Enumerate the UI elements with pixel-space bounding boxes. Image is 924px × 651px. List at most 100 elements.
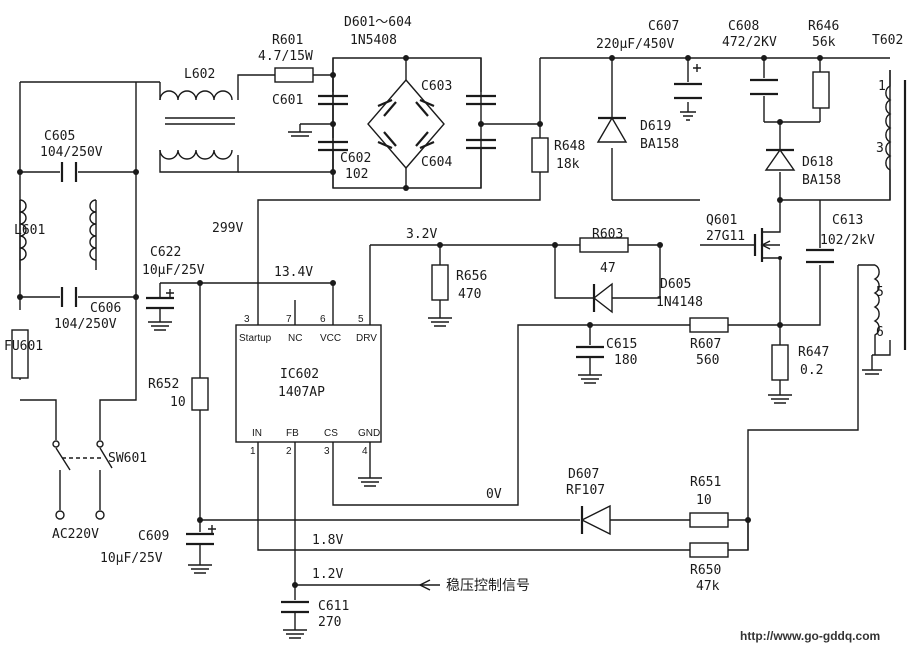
label-l602: L602 xyxy=(184,67,215,82)
ic-pin-in: IN xyxy=(252,428,262,439)
ic-pin-labels: 3 7 6 5 Startup NC VCC DRV IN FB CS GND … xyxy=(239,314,380,457)
ic-pin-5: 5 xyxy=(358,314,364,325)
resistor-r647 xyxy=(771,344,789,381)
ic-pin-nc: NC xyxy=(288,333,302,344)
label-q601-value: 27G11 xyxy=(706,229,745,244)
label-c608: C608 xyxy=(728,19,759,34)
label-r650-value: 47k xyxy=(696,579,720,594)
voltage-13-4v: 13.4V xyxy=(274,265,313,280)
capacitor-c603 xyxy=(466,58,496,106)
capacitor-c613 xyxy=(806,248,834,264)
signal-arrow xyxy=(418,579,440,591)
label-c602: C602 xyxy=(340,151,371,166)
t602-pin-5: 5 xyxy=(876,285,884,300)
label-ac220v: AC220V xyxy=(52,527,99,542)
label-c606-value: 104/250V xyxy=(54,317,117,332)
label-r651: R651 xyxy=(690,475,721,490)
voltage-299v: 299V xyxy=(212,221,243,236)
ic-pin-vcc: VCC xyxy=(320,333,341,344)
voltage-3-2v: 3.2V xyxy=(406,227,437,242)
label-d607-value: RF107 xyxy=(566,483,605,498)
resistor-r656 xyxy=(431,264,449,301)
label-r601: R601 xyxy=(272,33,303,48)
label-r646: R646 xyxy=(808,19,839,34)
inductor-l602 xyxy=(159,90,235,160)
watermark-url: http://www.go-gddq.com xyxy=(740,629,880,643)
label-fu601: FU601 xyxy=(4,339,43,354)
junctions xyxy=(17,55,823,588)
bridge-diodes-d601-604 xyxy=(367,78,445,170)
label-c608-value: 472/2KV xyxy=(722,35,777,50)
label-d618: D618 xyxy=(802,155,833,170)
resistor-r601 xyxy=(274,67,314,83)
t602-pin-1: 1 xyxy=(878,79,886,94)
label-r647: R647 xyxy=(798,345,829,360)
capacitor-c609 xyxy=(186,525,216,565)
ic-pin-1: 1 xyxy=(250,446,256,457)
label-r650: R650 xyxy=(690,563,721,578)
voltage-1-8v: 1.8V xyxy=(312,533,343,548)
resistor-r651 xyxy=(689,512,729,528)
inductor-l601 xyxy=(19,199,97,261)
label-c613: C613 xyxy=(832,213,863,228)
label-ic602: IC602 xyxy=(280,367,319,382)
t602-pin-6: 6 xyxy=(876,325,884,340)
ic-pin-6: 6 xyxy=(320,314,326,325)
ic-pin-cs: CS xyxy=(324,428,338,439)
label-c609-value: 10μF/25V xyxy=(100,551,163,566)
capacitor-c606 xyxy=(60,287,78,307)
label-q601: Q601 xyxy=(706,213,737,228)
label-r601-value: 4.7/15W xyxy=(258,49,313,64)
transformer-pin-labels: 1 3 5 6 xyxy=(876,79,886,340)
ic-pin-2: 2 xyxy=(286,446,292,457)
capacitor-c615 xyxy=(576,345,604,375)
capacitor-c601 xyxy=(318,75,348,124)
capacitor-c611 xyxy=(281,600,309,630)
label-r648-value: 18k xyxy=(556,157,580,172)
ic-pin-fb: FB xyxy=(286,428,299,439)
label-c601: C601 xyxy=(272,93,303,108)
label-r607: R607 xyxy=(690,337,721,352)
label-c603: C603 xyxy=(421,79,452,94)
ic-pin-3: 3 xyxy=(244,314,250,325)
resistor-r648 xyxy=(531,137,549,173)
voltage-labels: 299V 13.4V 3.2V 0V 1.8V 1.2V xyxy=(212,221,502,582)
label-d619: D619 xyxy=(640,119,671,134)
ground-symbols xyxy=(148,124,882,639)
capacitor-c608 xyxy=(750,78,778,96)
label-c611: C611 xyxy=(318,599,349,614)
label-c606: C606 xyxy=(90,301,121,316)
ic-pin-4: 4 xyxy=(362,446,368,457)
ic-pin-7: 7 xyxy=(286,314,292,325)
label-r603-value: 47 xyxy=(600,261,616,276)
voltage-0v: 0V xyxy=(486,487,502,502)
mosfet-q601 xyxy=(753,228,782,265)
label-r647-value: 0.2 xyxy=(800,363,823,378)
label-r646-value: 56k xyxy=(812,35,836,50)
label-r603: R603 xyxy=(592,227,623,242)
resistor-r652 xyxy=(191,377,209,411)
capacitor-c605 xyxy=(60,162,78,182)
regulation-signal-label: 稳压控制信号 xyxy=(446,578,530,594)
label-c607: C607 xyxy=(648,19,679,34)
label-r656-value: 470 xyxy=(458,287,481,302)
label-c609: C609 xyxy=(138,529,169,544)
resistor-r650 xyxy=(689,542,729,558)
label-c605: C605 xyxy=(44,129,75,144)
ic-pin-3b: 3 xyxy=(324,446,330,457)
ic-pin-gnd: GND xyxy=(358,428,380,439)
label-r607-value: 560 xyxy=(696,353,719,368)
label-d607: D607 xyxy=(568,467,599,482)
label-ic602-value: 1407AP xyxy=(278,385,325,400)
label-d605: D605 xyxy=(660,277,691,292)
label-sw601: SW601 xyxy=(108,451,147,466)
ic-pin-startup: Startup xyxy=(239,333,272,344)
label-r651-value: 10 xyxy=(696,493,712,508)
label-l601: L601 xyxy=(14,223,45,238)
label-c605-value: 104/250V xyxy=(40,145,103,160)
label-d601-604-value: 1N5408 xyxy=(350,33,397,48)
capacitor-c604 xyxy=(466,138,496,188)
label-t602: T602 xyxy=(872,33,903,48)
transformer-t602 xyxy=(873,70,907,355)
